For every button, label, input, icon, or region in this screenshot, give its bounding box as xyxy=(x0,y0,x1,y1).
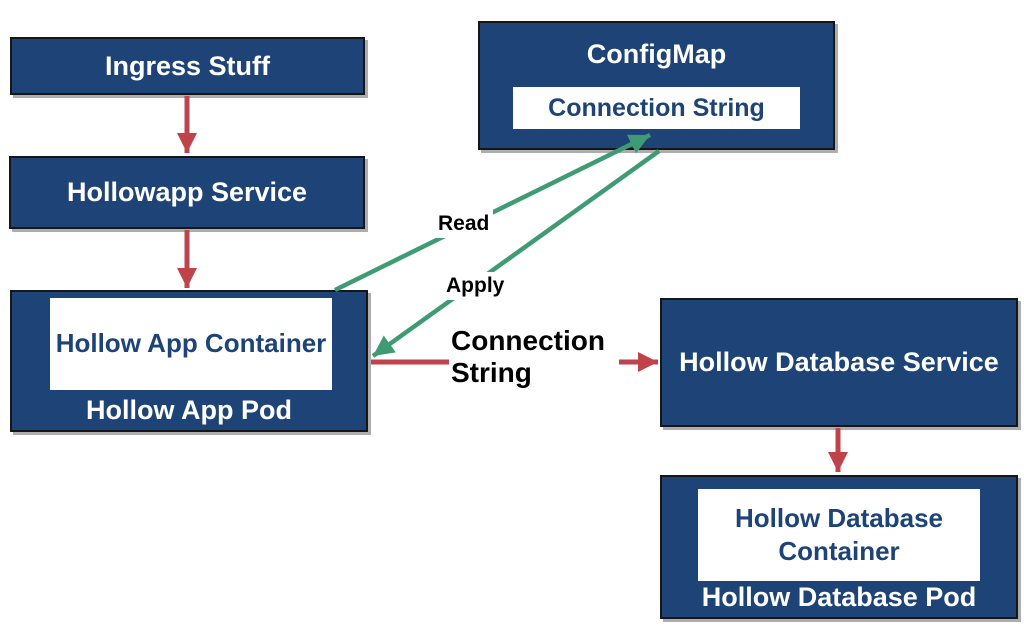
node-hollow-database-pod: Hollow Database Container Hollow Databas… xyxy=(660,475,1018,619)
node-hollow-app-container-label: Hollow App Container xyxy=(55,328,327,359)
node-hollowapp-service-label: Hollowapp Service xyxy=(66,177,308,207)
node-ingress-stuff-label: Ingress Stuff xyxy=(104,50,271,81)
node-hollow-app-pod: Hollow App Container Hollow App Pod xyxy=(10,290,368,432)
configmap-connection-string-item: Connection String xyxy=(513,87,800,129)
node-hollow-database-container-label: Hollow Database Container xyxy=(734,502,944,566)
node-ingress-stuff: Ingress Stuff xyxy=(10,37,365,95)
configmap-connection-string-label: Connection String xyxy=(548,94,765,122)
edge-label-read: Read xyxy=(434,210,494,238)
node-hollow-app-pod-label: Hollow App Pod xyxy=(86,395,292,425)
edge-label-connection-string: Connection String xyxy=(449,323,619,392)
node-hollowapp-service: Hollowapp Service xyxy=(9,156,365,229)
edge-label-apply: Apply xyxy=(442,272,509,300)
node-hollow-database-service-label: Hollow Database Service xyxy=(679,347,999,377)
node-hollow-app-container: Hollow App Container xyxy=(50,298,332,390)
node-hollow-database-service: Hollow Database Service xyxy=(660,298,1018,427)
node-hollow-database-pod-label: Hollow Database Pod xyxy=(701,582,977,612)
node-hollow-database-container: Hollow Database Container xyxy=(698,489,980,581)
node-configmap-label: ConfigMap xyxy=(586,39,727,69)
node-configmap: ConfigMap Connection String xyxy=(478,21,835,150)
